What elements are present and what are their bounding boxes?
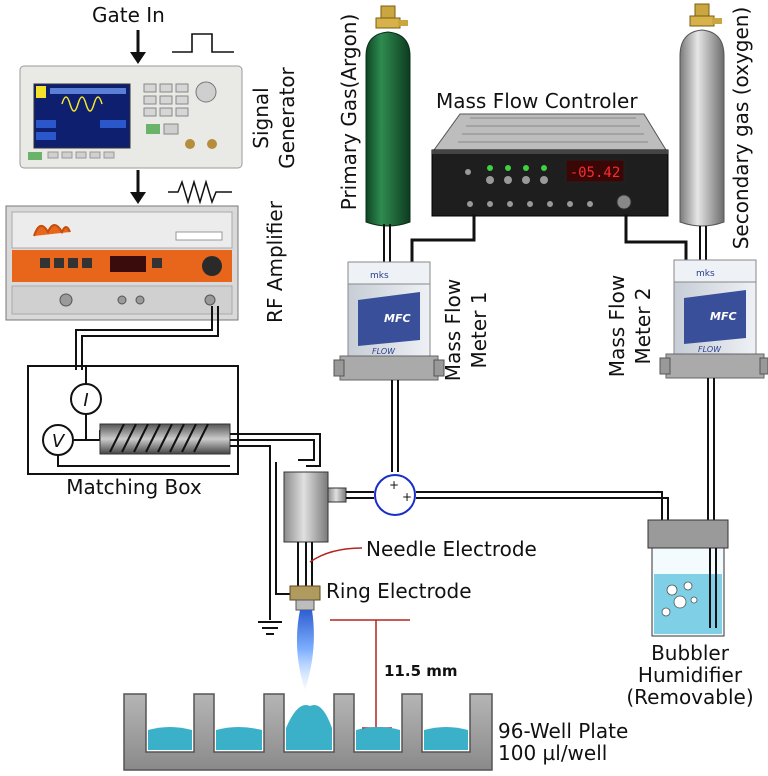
mass-flow-controller [431, 113, 669, 217]
matching-wire-3 [86, 430, 101, 441]
current-meter [70, 383, 102, 415]
ground-cable-b [275, 462, 292, 595]
bubbler-return-line [416, 491, 669, 520]
argon-line-down [391, 380, 399, 472]
mfc1-label: MFC [384, 312, 411, 325]
mass-flow-controller-label: Mass Flow Controler [436, 89, 638, 113]
signal-generator-label-2: Generator [275, 66, 299, 168]
oxygen-line-top [699, 226, 707, 262]
matching-box-label: Matching Box [66, 475, 202, 499]
svg-text:+: + [389, 478, 399, 492]
bubbler-label-2: Humidifier [638, 663, 743, 687]
mass-flow-meter-2 [659, 259, 768, 379]
signal-generator [19, 65, 243, 169]
resistor-zigzag-icon [168, 179, 232, 205]
bubbler-humidifier [647, 519, 729, 637]
secondary-gas-label: Secondary gas (oxygen) [729, 7, 753, 250]
oxygen-cylinder [679, 3, 725, 227]
mfm2-label-1: Mass Flow [605, 275, 629, 377]
ring-electrode-label: Ring Electrode [326, 579, 472, 603]
bubbler-label-1: Bubbler [651, 641, 730, 665]
plasma-jet-body [283, 471, 347, 588]
signal-generator-label-1: Signal [249, 87, 273, 148]
mfc1-flow: FLOW [372, 347, 396, 356]
jet-gas-inlet [346, 491, 374, 499]
bubbler-label-3: (Removable) [626, 685, 753, 709]
svg-text:+: + [402, 490, 412, 504]
controller-cable-1 [410, 214, 476, 262]
mfm2-label-2: Meter 2 [631, 287, 655, 364]
controller-cable-2 [624, 214, 688, 260]
plasma-plume [296, 610, 314, 690]
rf-amplifier-label: RF Amplifier [263, 200, 287, 323]
mfc2-label: MFC [710, 310, 737, 323]
matching-coil [99, 423, 231, 455]
gen-amp-arrowhead [130, 192, 146, 204]
square-pulse-icon [172, 33, 234, 53]
gate-in-arrowhead [130, 52, 146, 64]
rf-cable-b [81, 306, 219, 370]
nozzle [295, 599, 315, 611]
needle-electrode-label: Needle Electrode [366, 537, 537, 561]
mfc1-brand: mks [370, 271, 389, 281]
controller-display: -05.42 [570, 165, 621, 181]
rf-amplifier [5, 205, 239, 321]
current-symbol: I [83, 390, 88, 411]
mfm1-label-2: Meter 1 [467, 291, 491, 368]
distance-label: 11.5 mm [384, 662, 458, 680]
electrode-cable-b [230, 439, 315, 461]
rf-cable-a [75, 306, 213, 370]
ring-electrode [289, 585, 321, 601]
mfc2-brand: mks [696, 269, 715, 279]
argon-cylinder [365, 5, 411, 227]
needle-leader-line [309, 547, 363, 563]
ground-icon [258, 621, 282, 635]
oxygen-line-down [707, 378, 715, 520]
gas-mixing-junction: + + [374, 474, 416, 516]
matching-box [27, 365, 239, 475]
gate-in-label: Gate In [92, 3, 165, 27]
well-plate-label-2: 100 µl/well [498, 741, 607, 765]
argon-line-top [383, 224, 391, 262]
mfm1-label-1: Mass Flow [441, 279, 465, 381]
matching-return-wire [57, 455, 230, 467]
ground-cable-top [230, 445, 271, 462]
mass-flow-meter-1 [333, 261, 445, 381]
voltage-symbol: V [52, 431, 66, 452]
well-plate-label-1: 96-Well Plate [498, 719, 628, 743]
matching-wire-2 [74, 414, 87, 441]
primary-gas-label: Primary Gas(Argon) [337, 14, 361, 211]
well-plate [123, 693, 493, 771]
mfc2-flow: FLOW [698, 345, 722, 354]
electrode-cable-a [230, 433, 321, 467]
